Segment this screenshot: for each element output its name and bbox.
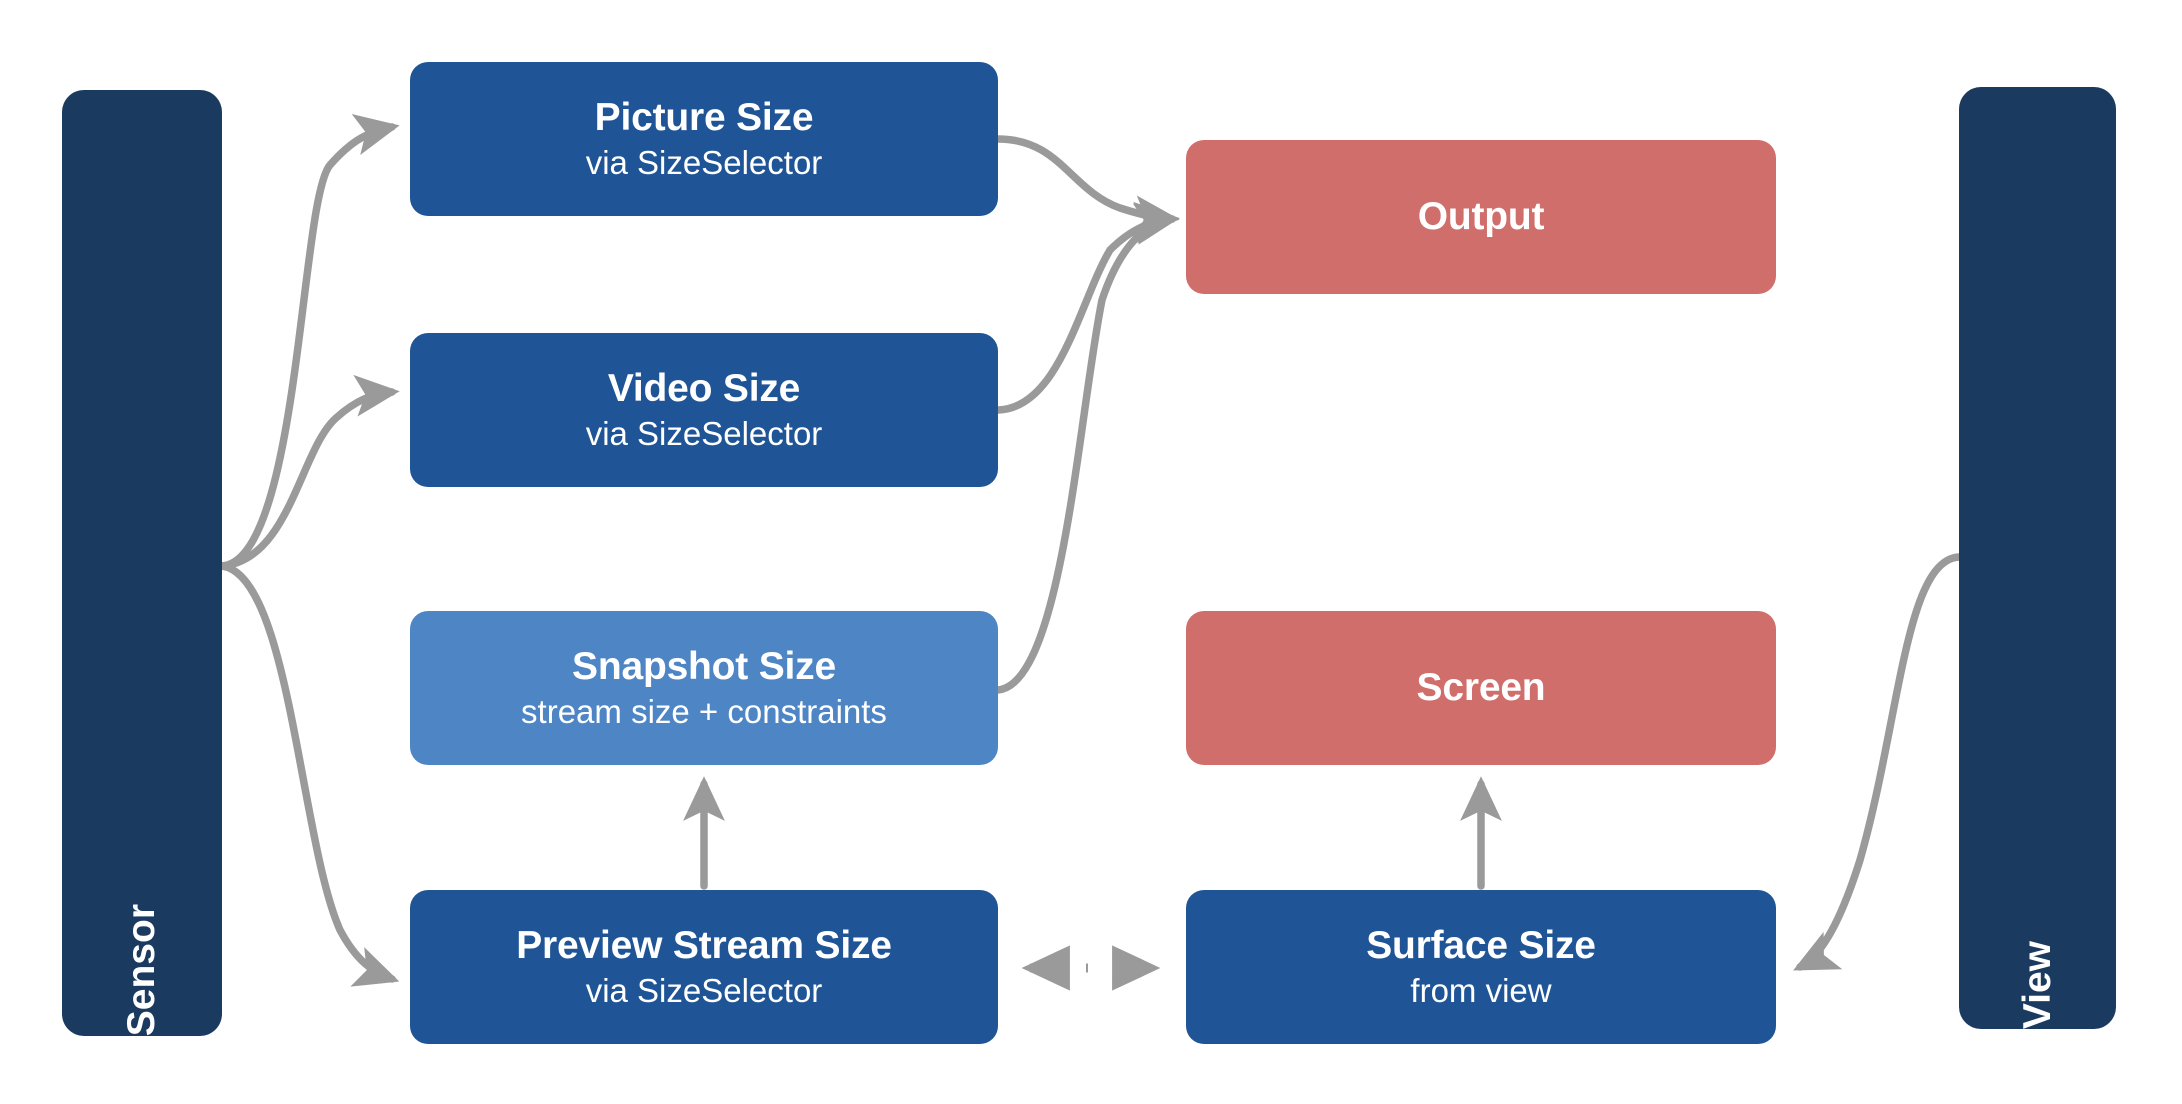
- lane-view-label: View: [2015, 940, 2059, 1029]
- node-snapshot-size-subtitle: stream size + constraints: [521, 693, 887, 731]
- node-surface-size[interactable]: Surface Size from view: [1186, 890, 1776, 1044]
- lane-sensor[interactable]: Sensor: [62, 90, 222, 1036]
- node-screen[interactable]: Screen: [1186, 611, 1776, 765]
- node-snapshot-size[interactable]: Snapshot Size stream size + constraints: [410, 611, 998, 765]
- node-preview-stream-size[interactable]: Preview Stream Size via SizeSelector: [410, 890, 998, 1044]
- edge-sensor-to-picture: [218, 114, 400, 570]
- edge-video-to-output: [994, 201, 1180, 414]
- edge-sensor-to-video: [218, 374, 400, 570]
- node-picture-size[interactable]: Picture Size via SizeSelector: [410, 62, 998, 216]
- node-video-size[interactable]: Video Size via SizeSelector: [410, 333, 998, 487]
- node-screen-title: Screen: [1416, 666, 1546, 710]
- edge-sensor-to-preview: [218, 562, 400, 987]
- node-video-size-title: Video Size: [607, 366, 801, 410]
- node-preview-stream-size-subtitle: via SizeSelector: [585, 972, 823, 1010]
- node-snapshot-size-title: Snapshot Size: [572, 644, 836, 688]
- node-preview-stream-size-title: Preview Stream Size: [516, 923, 892, 967]
- edge-snapshot-to-output: [994, 203, 1180, 694]
- edge-view-to-surface: [1793, 553, 1963, 971]
- node-picture-size-subtitle: via SizeSelector: [585, 144, 823, 182]
- lane-view[interactable]: View: [1959, 87, 2116, 1029]
- lane-sensor-label: Sensor: [120, 903, 163, 1036]
- node-video-size-subtitle: via SizeSelector: [585, 415, 823, 453]
- edge-picture-to-output: [994, 135, 1180, 238]
- node-surface-size-subtitle: from view: [1410, 972, 1552, 1010]
- node-surface-size-title: Surface Size: [1366, 923, 1596, 967]
- node-picture-size-title: Picture Size: [594, 95, 814, 139]
- node-output-title: Output: [1417, 195, 1545, 239]
- node-output[interactable]: Output: [1186, 140, 1776, 294]
